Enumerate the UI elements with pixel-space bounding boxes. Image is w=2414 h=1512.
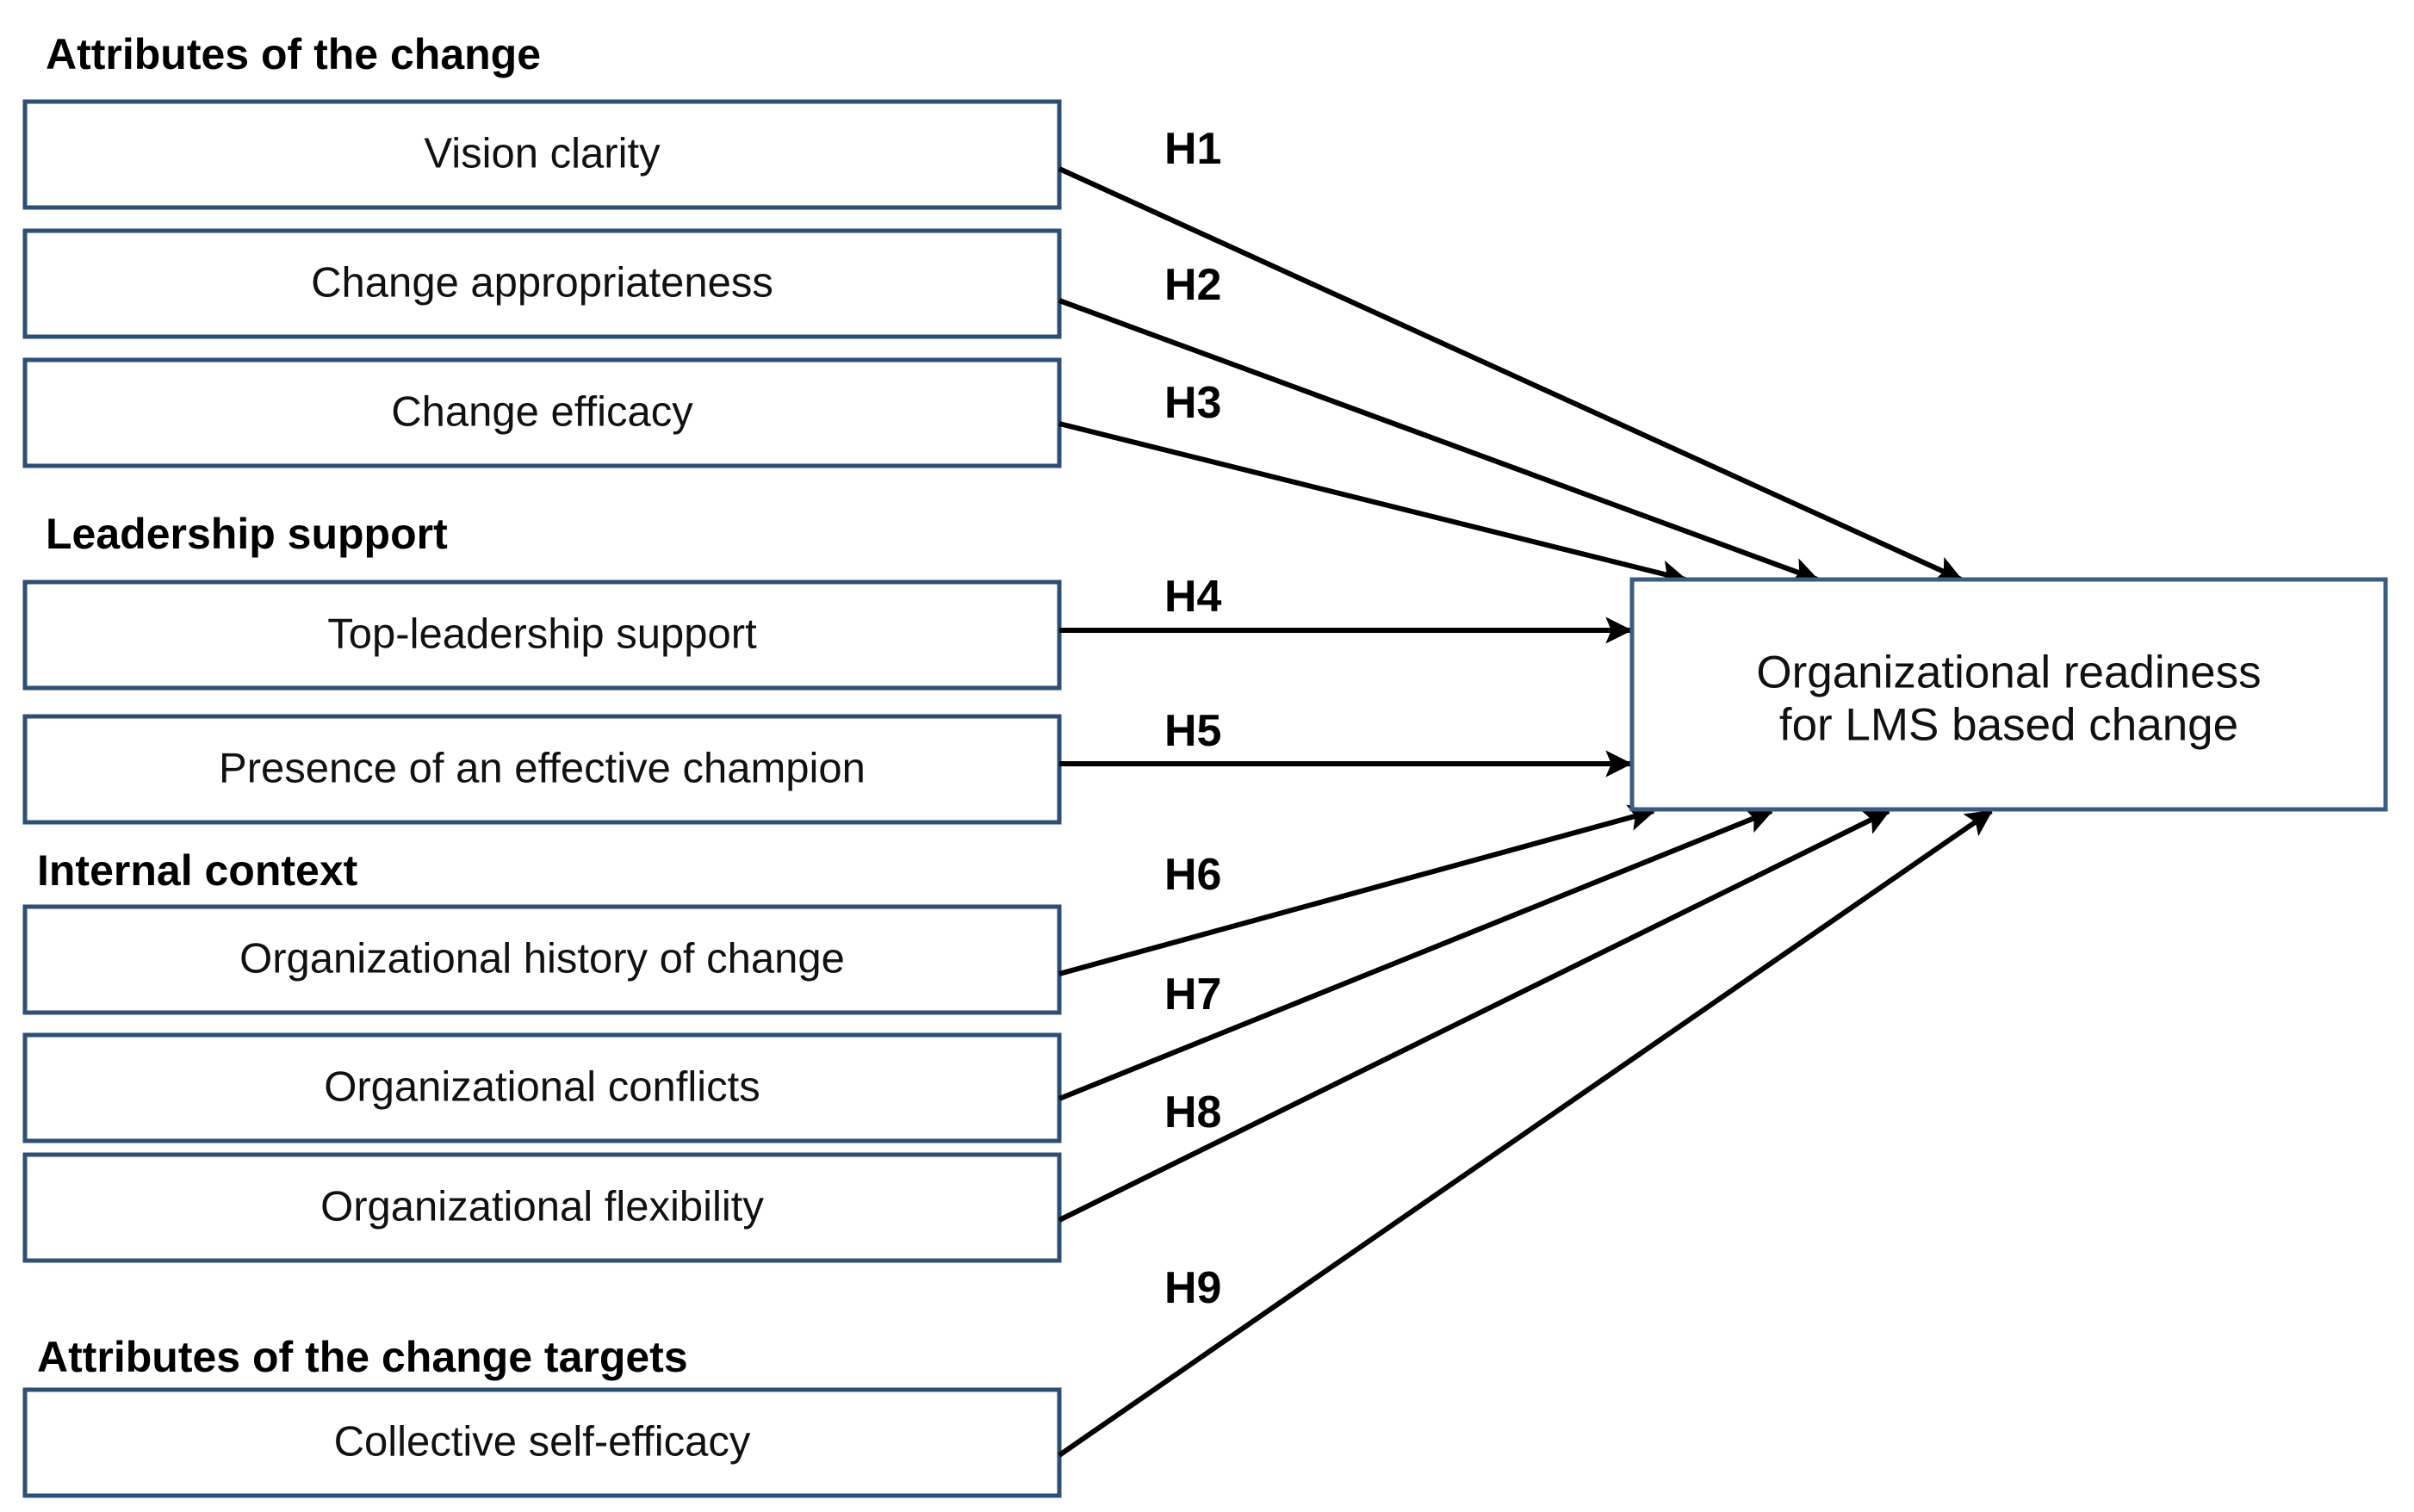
hypothesis-arrow-h6 xyxy=(1058,804,1656,976)
construct-label: Organizational history of change xyxy=(239,935,845,982)
construct-label: Change efficacy xyxy=(391,388,693,435)
construct-box-inner-highlight xyxy=(28,363,1056,462)
group-heading-attributes-of-the-change-targets: Attributes of the change targets xyxy=(37,1333,688,1381)
hypothesis-label-h5: H5 xyxy=(1164,706,1221,756)
construct-box-outline xyxy=(22,1152,1062,1263)
hypothesis-arrow-h9 xyxy=(1058,809,1994,1458)
construct-box-vision-clarity[interactable]: Vision clarity xyxy=(22,99,1062,210)
construct-box-outline xyxy=(22,714,1062,825)
construct-box-outline xyxy=(22,99,1062,210)
construct-box-change-efficacy[interactable]: Change efficacy xyxy=(22,357,1062,468)
hypothesis-label-h1: H1 xyxy=(1164,124,1221,174)
target-construct-layer: Organizational readiness for LMS based c… xyxy=(1629,577,2388,812)
hypothesis-arrow-h2 xyxy=(1058,298,1820,584)
construct-box-change-appropriateness[interactable]: Change appropriateness xyxy=(22,228,1062,339)
construct-label: Collective self-efficacy xyxy=(334,1418,751,1465)
construct-box-outline xyxy=(22,1387,1062,1498)
target-label-line-2: for LMS based change xyxy=(1779,700,2238,751)
construct-box-inner-highlight xyxy=(28,1158,1056,1257)
construct-box-inner-highlight xyxy=(28,586,1056,685)
target-label-line-1: Organizational readiness xyxy=(1756,648,2261,698)
target-box[interactable] xyxy=(1629,577,2388,812)
hypothesis-arrow-h3 xyxy=(1058,421,1688,587)
hypothesis-label-h3: H3 xyxy=(1164,378,1221,428)
construct-label: Organizational conflicts xyxy=(324,1063,760,1110)
group-heading-leadership-support: Leadership support xyxy=(46,510,448,558)
construct-box-inner-highlight xyxy=(28,105,1056,204)
group-heading-attributes-of-the-change: Attributes of the change xyxy=(46,30,541,78)
hypothesis-label-h8: H8 xyxy=(1164,1088,1221,1137)
construct-box-outline xyxy=(22,904,1062,1015)
hypothesis-label-h2: H2 xyxy=(1164,260,1221,310)
construct-label: Presence of an effective champion xyxy=(219,745,866,791)
construct-box-organizational-flexibility[interactable]: Organizational flexibility xyxy=(22,1152,1062,1263)
hypothesis-label-h7: H7 xyxy=(1164,970,1221,1019)
construct-box-inner-highlight xyxy=(28,234,1056,333)
hypothesis-label-h9: H9 xyxy=(1164,1263,1221,1313)
construct-label: Organizational flexibility xyxy=(320,1183,764,1230)
hypothesis-label-h4: H4 xyxy=(1164,572,1222,622)
construct-box-inner-highlight xyxy=(28,910,1056,1009)
construct-box-inner-highlight xyxy=(28,720,1056,819)
construct-box-outline xyxy=(22,579,1062,691)
construct-box-inner-highlight xyxy=(28,1038,1056,1137)
hypothesis-label-h6: H6 xyxy=(1164,850,1221,900)
construct-box-inner-highlight xyxy=(28,1393,1056,1492)
construct-box-presence-of-an-effective-champion[interactable]: Presence of an effective champion xyxy=(22,714,1062,825)
construct-box-organizational-history-of-change[interactable]: Organizational history of change xyxy=(22,904,1062,1015)
construct-label: Top-leadership support xyxy=(327,610,757,657)
construct-box-outline xyxy=(22,1032,1062,1143)
hypothesis-arrow-h1 xyxy=(1058,166,1964,582)
construct-label: Change appropriateness xyxy=(311,259,773,306)
hypothesis-arrow-h8 xyxy=(1058,809,1891,1223)
construct-box-organizational-conflicts[interactable]: Organizational conflicts xyxy=(22,1032,1062,1143)
group-heading-internal-context: Internal context xyxy=(37,846,358,895)
construct-box-outline xyxy=(22,357,1062,468)
construct-label: Vision clarity xyxy=(424,130,661,177)
hypothesis-arrows-layer xyxy=(1058,166,1994,1458)
construct-box-top-leadership-support[interactable]: Top-leadership support xyxy=(22,579,1062,691)
construct-box-outline xyxy=(22,228,1062,339)
hypothesis-arrow-h7 xyxy=(1058,808,1774,1101)
construct-box-collective-self-efficacy[interactable]: Collective self-efficacy xyxy=(22,1387,1062,1498)
